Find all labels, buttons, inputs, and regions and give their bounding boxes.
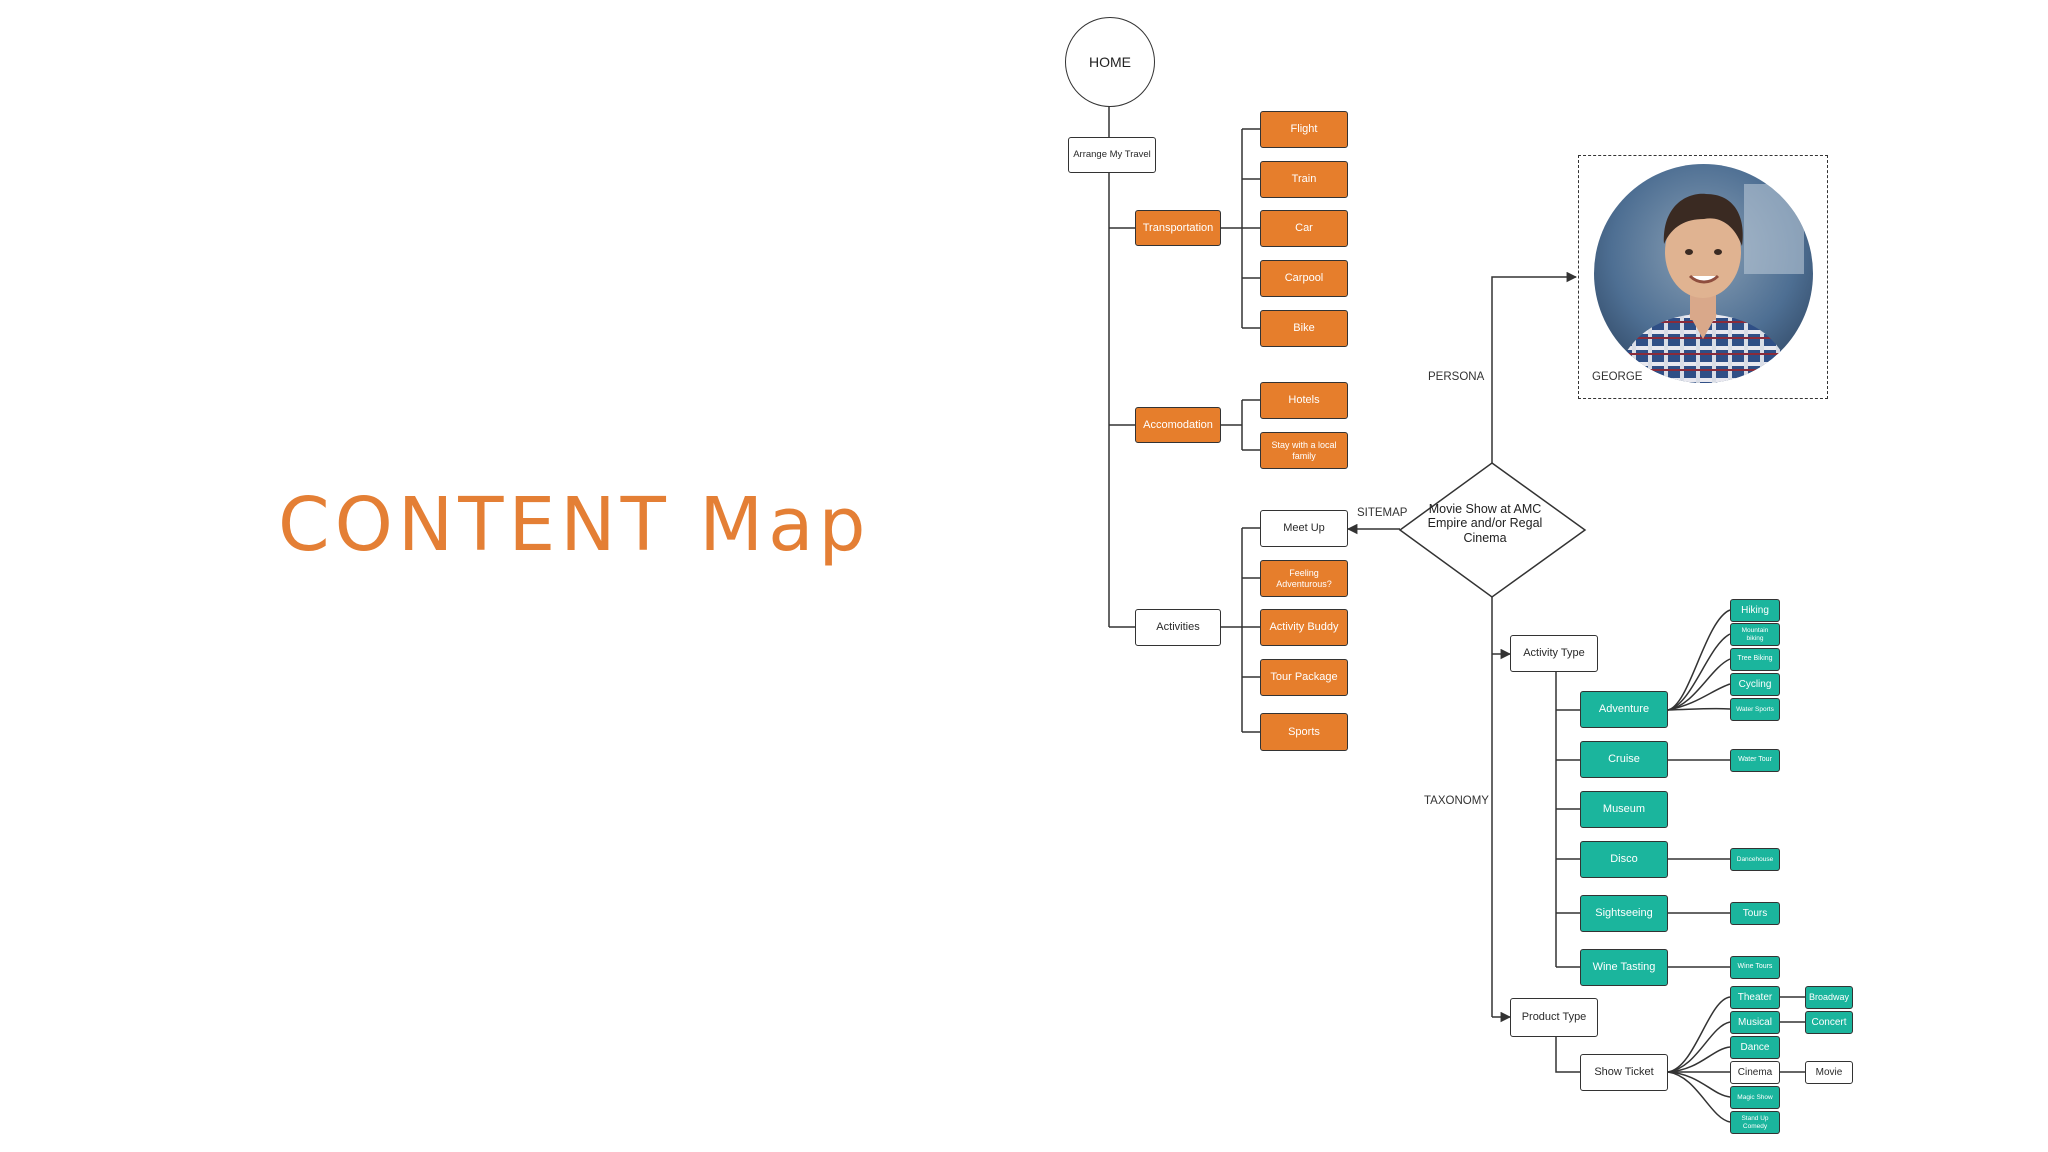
node-car[interactable]: Car [1260,210,1348,247]
node-cycling[interactable]: Cycling [1730,673,1780,696]
node-activity-buddy[interactable]: Activity Buddy [1260,609,1348,646]
node-cruise[interactable]: Cruise [1580,741,1668,778]
node-meet-up[interactable]: Meet Up [1260,510,1348,547]
persona-card[interactable] [1578,155,1828,399]
node-train[interactable]: Train [1260,161,1348,198]
node-stand-up-comedy[interactable]: Stand Up Comedy [1730,1111,1780,1134]
node-feeling-adventurous[interactable]: Feeling Adventurous? [1260,560,1348,597]
decision-diamond [1398,462,1587,598]
node-stay-local-family[interactable]: Stay with a local family [1260,432,1348,469]
node-cinema[interactable]: Cinema [1730,1061,1780,1084]
node-museum[interactable]: Museum [1580,791,1668,828]
node-bike[interactable]: Bike [1260,310,1348,347]
node-transportation[interactable]: Transportation [1135,210,1221,246]
node-movie[interactable]: Movie [1805,1061,1853,1084]
node-arrange-my-travel[interactable]: Arrange My Travel [1068,137,1156,173]
node-tour-package[interactable]: Tour Package [1260,659,1348,696]
node-activity-type[interactable]: Activity Type [1510,635,1598,672]
persona-name: GEORGE [1592,371,1643,383]
node-theater[interactable]: Theater [1730,986,1780,1009]
node-activities[interactable]: Activities [1135,609,1221,646]
node-water-tour[interactable]: Water Tour [1730,749,1780,772]
node-wine-tours[interactable]: Wine Tours [1730,956,1780,979]
node-musical[interactable]: Musical [1730,1011,1780,1034]
node-wine-tasting[interactable]: Wine Tasting [1580,949,1668,986]
diamond-label: Movie Show at AMC Empire and/or Regal Ci… [1427,502,1543,545]
node-tree-biking[interactable]: Tree Biking [1730,648,1780,671]
node-hiking[interactable]: Hiking [1730,599,1780,622]
node-carpool[interactable]: Carpool [1260,260,1348,297]
node-dance[interactable]: Dance [1730,1036,1780,1059]
node-water-sports[interactable]: Water Sports [1730,698,1780,721]
node-mountain-biking[interactable]: Mountain biking [1730,623,1780,646]
node-show-ticket[interactable]: Show Ticket [1580,1054,1668,1091]
node-sightseeing[interactable]: Sightseeing [1580,895,1668,932]
node-concert[interactable]: Concert [1805,1011,1853,1034]
node-broadway[interactable]: Broadway [1805,986,1853,1009]
sitemap-label: SITEMAP [1357,507,1408,519]
node-adventure[interactable]: Adventure [1580,691,1668,728]
page-title: CONTENT Map [278,482,871,568]
node-sports[interactable]: Sports [1260,713,1348,751]
taxonomy-label: TAXONOMY [1424,795,1489,807]
home-node[interactable]: HOME [1065,17,1155,107]
node-magic-show[interactable]: Magic Show [1730,1086,1780,1109]
node-disco[interactable]: Disco [1580,841,1668,878]
node-hotels[interactable]: Hotels [1260,382,1348,419]
node-dancehouse[interactable]: Dancehouse [1730,848,1780,871]
node-tours[interactable]: Tours [1730,902,1780,925]
node-product-type[interactable]: Product Type [1510,998,1598,1037]
node-flight[interactable]: Flight [1260,111,1348,148]
person-avatar-icon [1594,164,1813,383]
node-accomodation[interactable]: Accomodation [1135,407,1221,443]
persona-label: PERSONA [1428,371,1485,383]
